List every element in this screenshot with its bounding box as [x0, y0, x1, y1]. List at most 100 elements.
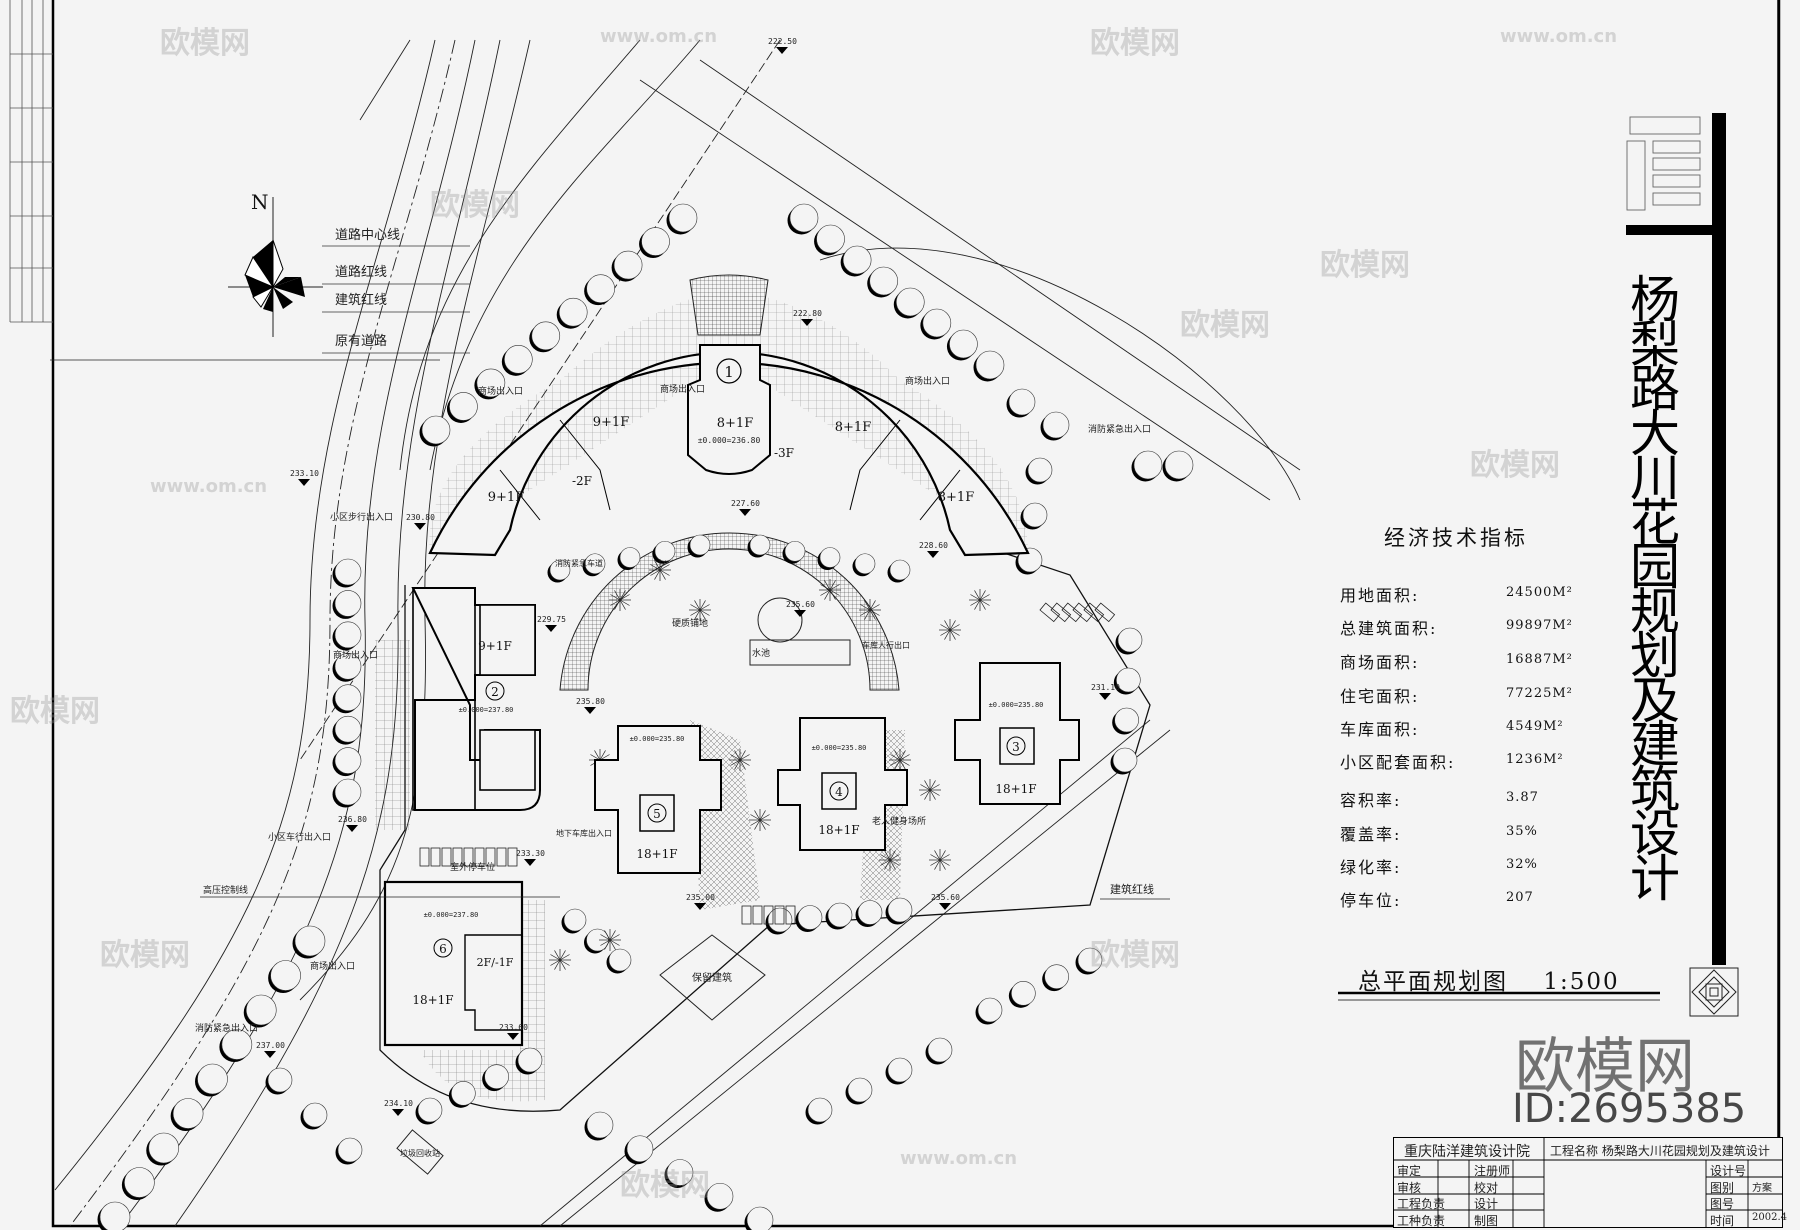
building-1-basement-b: -3F — [774, 446, 794, 460]
tree-icon — [973, 350, 1005, 382]
title-block-cell: 方案 — [1752, 1182, 1772, 1194]
fire-lane-label: 消防紧急车道 — [555, 558, 603, 568]
building-1-floors-a: 9+1F — [593, 415, 629, 430]
tree-icon — [795, 905, 823, 932]
building-1-footprint — [428, 351, 1030, 557]
garbage-station-label: 垃圾回收站 — [400, 1148, 440, 1158]
building-3: 3 18+1F ±0.000=235.80 — [954, 662, 1080, 805]
tree-icon — [474, 368, 506, 400]
elevation-triangle-icon — [545, 625, 557, 632]
elevation-triangle-icon — [739, 509, 751, 516]
tree-icon — [1075, 947, 1103, 975]
building-3-elevation: ±0.000=235.80 — [989, 701, 1044, 709]
vehicle-entrance: 小区车行出入口 — [268, 831, 331, 843]
parking-space — [441, 847, 452, 867]
tree-icon — [747, 534, 771, 558]
tree-icon — [885, 1057, 913, 1085]
mall-entrance-west: 商场出入口 — [333, 649, 378, 661]
title-block-cell: 审核 — [1397, 1180, 1422, 1195]
parking-space — [1039, 602, 1061, 623]
parking-space — [463, 847, 474, 867]
parking-space — [452, 847, 463, 867]
tree-icon — [1025, 457, 1053, 485]
building-3-number: 3 — [1012, 740, 1020, 754]
indicator-value: 24500M² — [1506, 585, 1573, 600]
parking-bays — [419, 602, 1116, 925]
elevation-triangle-icon — [298, 479, 310, 486]
title-block-cell: 工种负责 — [1397, 1214, 1446, 1229]
elevation-triangle-icon — [264, 1051, 276, 1058]
tree-icon — [146, 1132, 180, 1166]
mall-entrance-north: 商场出入口 — [660, 383, 705, 395]
elevation-label: 222.80 — [793, 309, 822, 318]
tree-icon — [170, 1098, 204, 1131]
building-1-number: 1 — [724, 363, 734, 381]
drawing-title: 杨梨路大川花园规划及建筑设计 — [1630, 271, 1680, 908]
elevation-triangle-icon — [694, 903, 706, 910]
title-block-cell: 校对 — [1474, 1180, 1499, 1195]
left-margin-strip — [9, 0, 53, 323]
tree-icon — [687, 534, 711, 558]
indicator-value: 1236M² — [1506, 752, 1564, 767]
plan-title: 总平面规划图 1:500 — [1358, 962, 1620, 996]
building-1-tower — [687, 344, 771, 475]
tree-icon — [561, 908, 587, 934]
building-6-number-circle — [433, 938, 453, 958]
tree-icon — [332, 558, 362, 588]
tree-icon — [782, 540, 806, 564]
indicator-value: 207 — [1506, 890, 1534, 905]
title-block-cell: 审定 — [1397, 1164, 1422, 1178]
legend-road-redline: 道路红线 — [335, 264, 387, 280]
elevation-label: 222.50 — [768, 37, 797, 46]
south-paving — [420, 900, 545, 1102]
indicator-label: 用地面积: — [1340, 586, 1420, 605]
elevation-label: 236.80 — [338, 815, 367, 824]
building-4-elevation: ±0.000=235.80 — [812, 744, 867, 752]
mall-entrance-southwest: 商场出入口 — [310, 960, 355, 972]
elevation-label: 233.30 — [516, 849, 545, 858]
parking-space — [1094, 602, 1116, 623]
mall-entrance-northwest: 商场出入口 — [478, 385, 523, 397]
elevation-markers: 222.50222.80233.10230.80229.75235.80236.… — [256, 37, 1120, 1116]
shrub-icon — [889, 749, 911, 771]
elevation-label: 229.75 — [537, 615, 566, 624]
tree-icon — [332, 747, 362, 777]
tree-icon — [121, 1167, 155, 1200]
north-label: N — [251, 190, 269, 214]
tree-icon — [556, 297, 588, 329]
elevation-triangle-icon — [524, 859, 536, 866]
shrub-icon — [859, 599, 881, 621]
legend-existing-road: 原有道路 — [335, 333, 387, 349]
indicator-label: 停车位: — [1340, 891, 1402, 910]
tree-icon — [1115, 627, 1143, 655]
building-6-floors: 18+1F — [412, 993, 453, 1007]
elevation-label: 235.60 — [786, 600, 815, 609]
tree-icon — [1112, 707, 1139, 735]
elderly-fitness-label: 老人健身场所 — [872, 815, 926, 827]
title-block-cell: 制图 — [1474, 1214, 1499, 1229]
tree-icon — [415, 1097, 443, 1125]
indicator-value: 35% — [1506, 824, 1538, 839]
building-6-podium-floors: 2F/-1F — [477, 956, 514, 969]
indicator-value: 16887M² — [1506, 652, 1573, 667]
tree-icon — [1040, 411, 1070, 441]
tree-icon — [332, 590, 362, 619]
building-6-footprint — [383, 880, 524, 1047]
parking-space — [1083, 602, 1105, 623]
entrance-plaza — [689, 274, 769, 336]
building-1-floors-e: 8+1F — [938, 490, 974, 505]
title-block-cell: 设计号 — [1710, 1164, 1747, 1178]
tree-icon — [1110, 747, 1138, 775]
parking-space — [752, 905, 763, 925]
pool — [749, 639, 851, 666]
tree-icon — [744, 1206, 774, 1230]
plan-title-text: 总平面规划图 — [1358, 969, 1508, 995]
parking-space — [430, 847, 441, 867]
tree-icon — [419, 415, 451, 447]
pool-label: 水池 — [752, 647, 770, 659]
tree-icon — [97, 1201, 131, 1230]
elevation-triangle-icon — [794, 610, 806, 617]
parking-space — [1050, 602, 1072, 623]
building-6-number: 6 — [439, 942, 447, 956]
